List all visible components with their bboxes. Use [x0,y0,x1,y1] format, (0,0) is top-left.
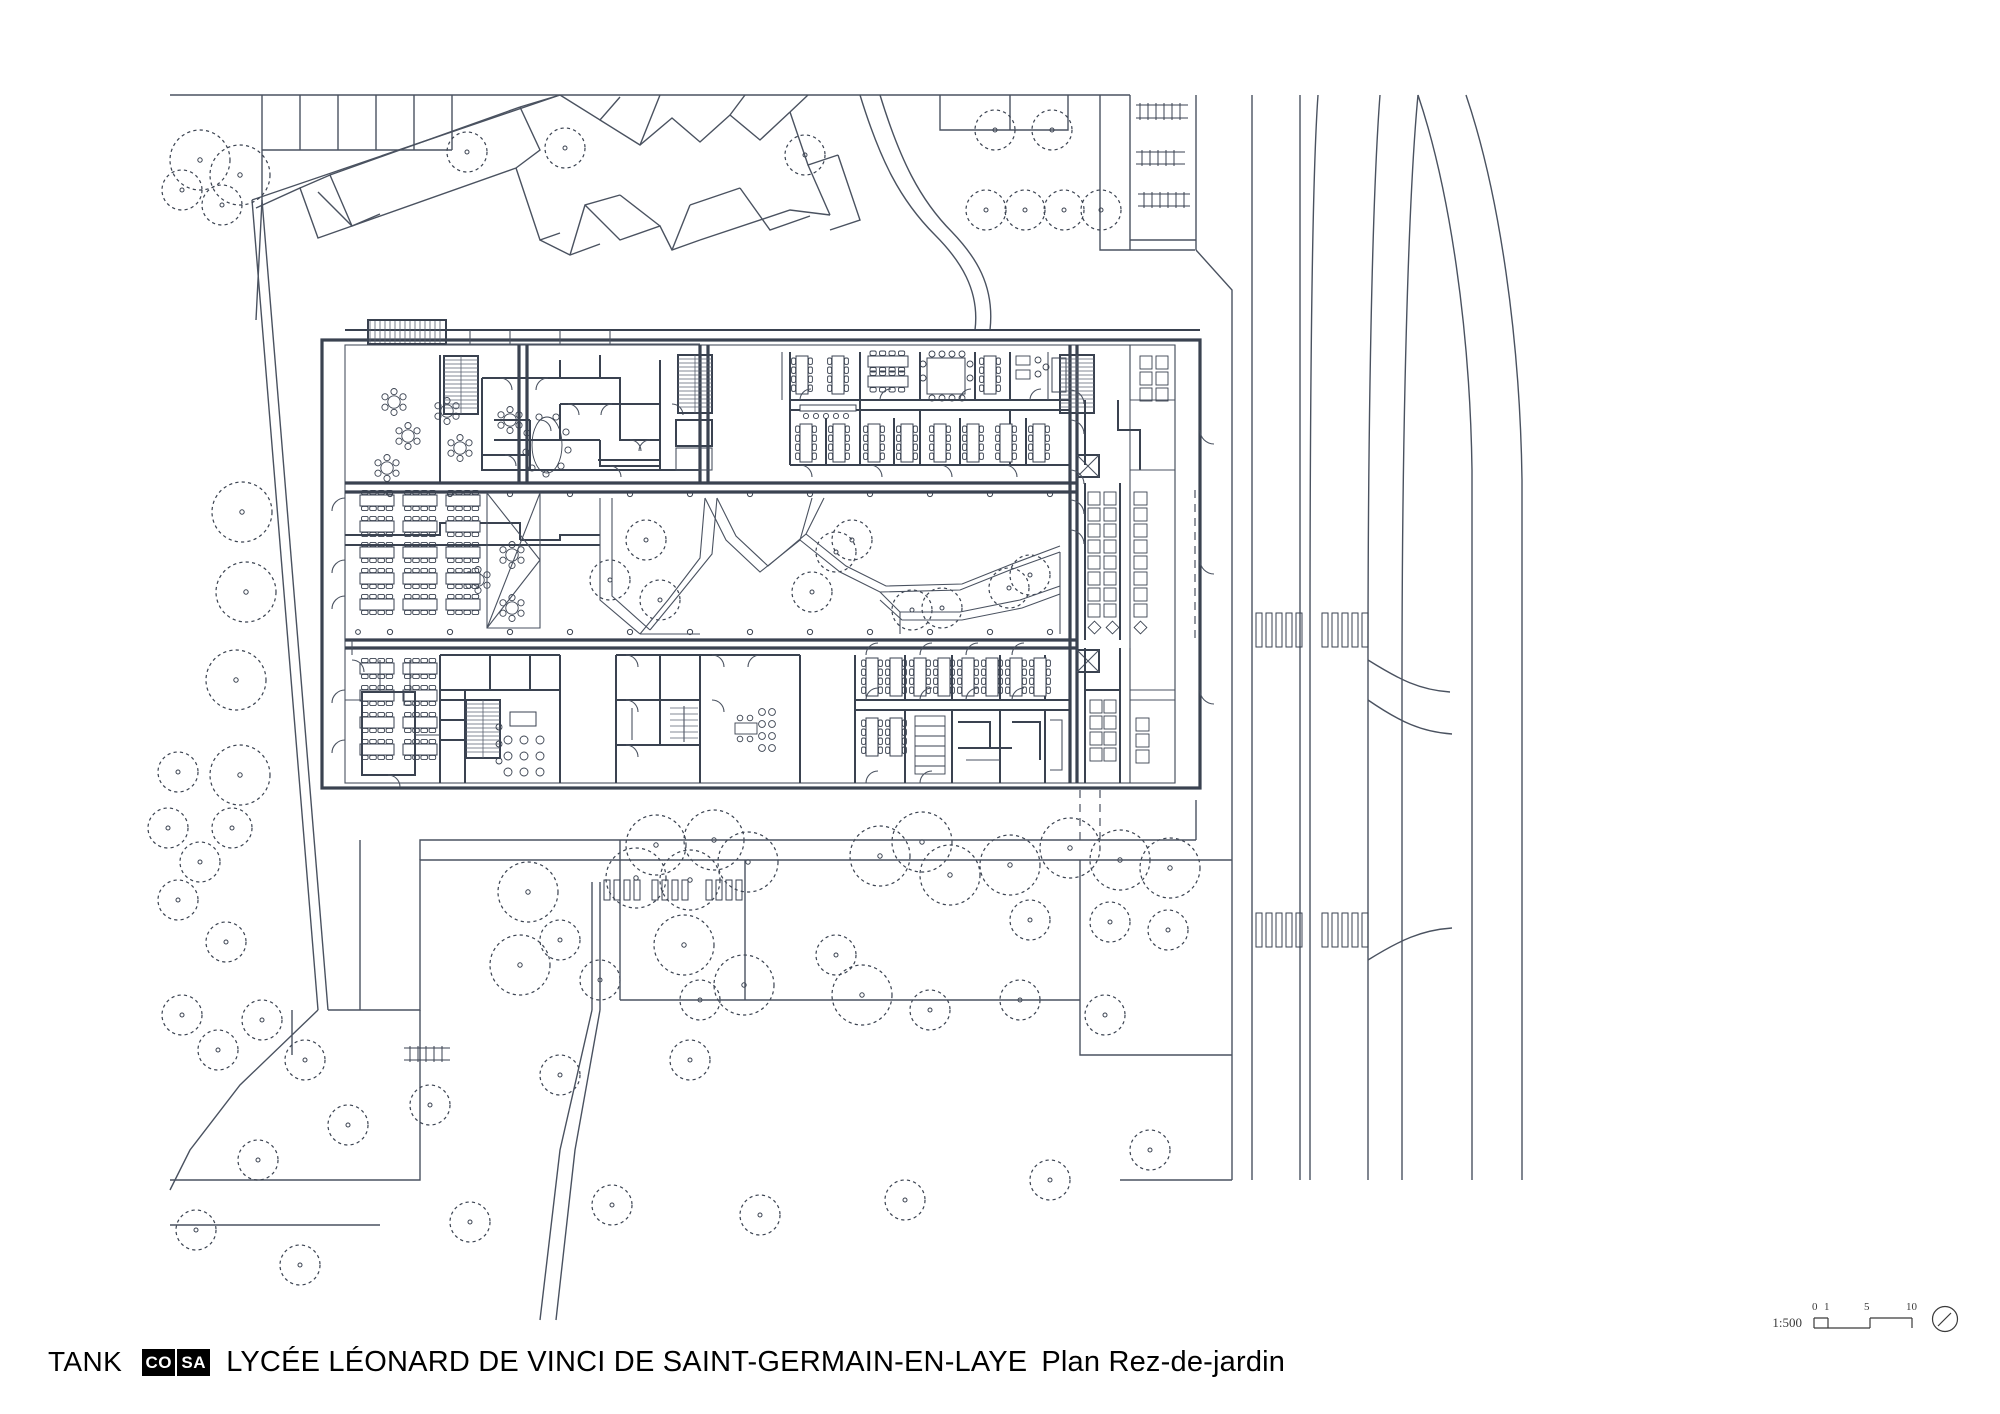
refectory-tables [359,657,438,761]
east-circulation-spine [1059,345,1175,783]
scale-ratio-label: 1:500 [1772,1315,1802,1330]
administration-rooms [439,355,700,483]
parking-bays-north [1136,103,1190,208]
site-context-south [539,800,1232,1321]
scale-tick-10: 10 [1906,1301,1917,1313]
classroom-wing-south [854,642,1070,784]
classroom-wing-north [781,350,1070,478]
logo-chip-sa: SA [175,1348,211,1376]
site-trees [147,109,1201,1286]
elevator-core [1076,454,1100,673]
north-entry-canopy [367,319,700,345]
parking-bays-east [1255,612,1369,948]
site-context-north [170,94,1523,1180]
scale-bar-svg [1813,1317,1913,1329]
courtyard-door-arcs [331,389,1215,754]
main-building-envelope [320,329,1202,790]
scale-tick-1: 1 [1824,1301,1830,1313]
locker-bank [1087,491,1148,618]
central-courtyard [386,490,1061,636]
stair-core-centre [675,354,713,471]
logo-chip-co: CO [142,1348,176,1376]
refectory-skylight [486,492,541,629]
office-name: TANK [48,1346,123,1377]
title-block: TANK CO SA LYCÉE LÉONARD DE VINCI DE SAI… [48,1342,1285,1382]
scale-bar-graphic: 0 1 5 10 [1812,1302,1920,1336]
scale-tick-5: 5 [1864,1301,1870,1313]
site-context-west [169,199,620,1226]
north-arrow-icon [1931,1305,1959,1333]
scale-tick-0: 0 [1812,1301,1818,1313]
refectory-tables-upper [359,489,481,616]
drawing-title: Plan Rez-de-jardin [1041,1345,1286,1378]
south-centre-rooms [615,654,801,783]
project-title: LYCÉE LÉONARD DE VINCI DE SAINT-GERMAIN-… [226,1345,1028,1378]
workshop-block [345,654,561,788]
scale-block: 1:500 0 1 5 10 [1772,1290,1960,1336]
